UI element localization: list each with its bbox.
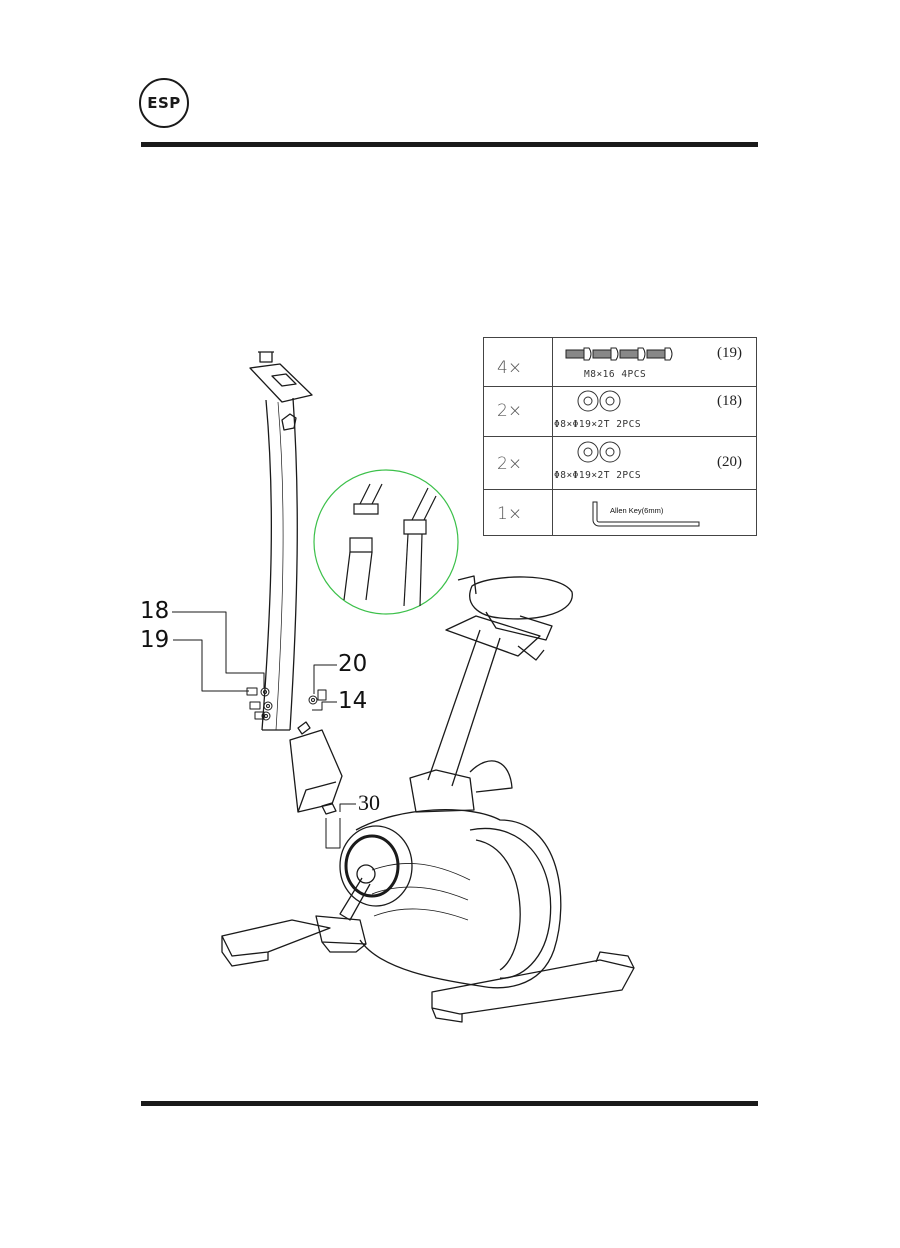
callout-30: 30	[358, 792, 380, 814]
footer-rule	[141, 1101, 758, 1106]
callout-20: 20	[338, 653, 367, 676]
callout-19: 19	[140, 629, 169, 652]
callout-14: 14	[338, 690, 367, 713]
detail-circle	[314, 470, 458, 614]
callout-18: 18	[140, 600, 169, 623]
